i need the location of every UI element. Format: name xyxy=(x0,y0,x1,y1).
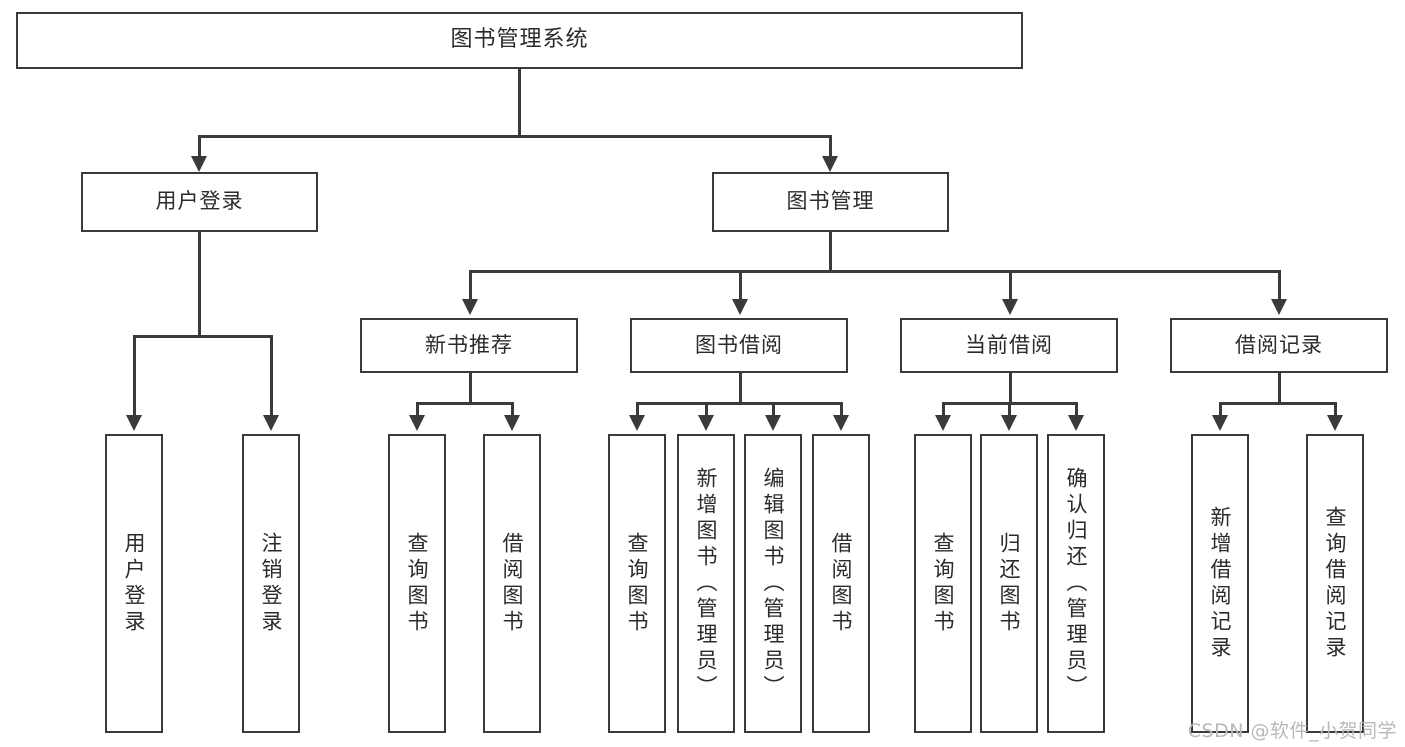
connector-level2-bus xyxy=(198,135,830,138)
node-label: 归还图书 xyxy=(997,531,1022,636)
node-label: 借阅图书 xyxy=(500,531,525,636)
connector-new-book-drop-2 xyxy=(511,402,514,418)
connector-level2-drop-2 xyxy=(829,135,832,159)
connector-level3-drop-2 xyxy=(739,270,742,302)
node-label: 图书管理 xyxy=(786,189,875,214)
connector-current-borrow-drop-1 xyxy=(942,402,945,418)
arrow-to-leaf-query-book-3 xyxy=(935,415,951,431)
node-label: 图书借阅 xyxy=(695,332,783,357)
connector-new-book-drop-1 xyxy=(416,402,419,418)
arrow-to-book-borrow xyxy=(732,299,748,315)
arrow-to-leaf-confirm-return xyxy=(1068,415,1084,431)
arrow-to-book-management xyxy=(822,156,838,172)
connector-book-borrow-stem xyxy=(739,373,742,402)
arrow-to-leaf-logout-login xyxy=(263,415,279,431)
node-label: 借阅图书 xyxy=(829,531,854,636)
connector-book-borrow-drop-3 xyxy=(772,402,775,418)
leaf-user-login[interactable]: 用户登录 xyxy=(105,434,163,733)
connector-borrow-record-drop-2 xyxy=(1334,402,1337,418)
connector-user-login-drop-1 xyxy=(133,335,136,418)
connector-level3-drop-4 xyxy=(1278,270,1281,302)
node-label: 确认归还（管理员） xyxy=(1064,466,1089,701)
leaf-borrow-book-1[interactable]: 借阅图书 xyxy=(483,434,541,733)
connector-new-book-stem xyxy=(469,373,472,402)
connector-level3-bus xyxy=(469,270,1281,273)
node-label: 图书管理系统 xyxy=(450,27,589,53)
arrow-to-leaf-add-record xyxy=(1212,415,1228,431)
node-label: 新增借阅记录 xyxy=(1208,505,1233,662)
node-user-login[interactable]: 用户登录 xyxy=(81,172,318,232)
leaf-add-record[interactable]: 新增借阅记录 xyxy=(1191,434,1249,733)
node-label: 当前借阅 xyxy=(965,332,1053,357)
connector-book-borrow-drop-2 xyxy=(705,402,708,418)
watermark: CSDN @软件_小贺同学 xyxy=(1187,720,1397,742)
arrow-to-leaf-user-login xyxy=(126,415,142,431)
connector-current-borrow-drop-2 xyxy=(1008,402,1011,418)
leaf-query-record[interactable]: 查询借阅记录 xyxy=(1306,434,1364,733)
node-label: 查询图书 xyxy=(931,531,956,636)
arrow-to-leaf-add-book xyxy=(698,415,714,431)
connector-borrow-record-stem xyxy=(1278,373,1281,402)
node-label: 查询借阅记录 xyxy=(1323,505,1348,662)
arrow-to-leaf-query-record xyxy=(1327,415,1343,431)
arrow-to-user-login xyxy=(191,156,207,172)
connector-user-login-bus xyxy=(133,335,272,338)
connector-borrow-record-bus xyxy=(1219,402,1336,405)
leaf-return-book[interactable]: 归还图书 xyxy=(980,434,1038,733)
arrow-to-leaf-query-book-1 xyxy=(409,415,425,431)
node-new-book-recommend[interactable]: 新书推荐 xyxy=(360,318,578,373)
connector-level3-drop-3 xyxy=(1009,270,1012,302)
node-label: 借阅记录 xyxy=(1235,332,1323,357)
node-book-management-system[interactable]: 图书管理系统 xyxy=(16,12,1023,69)
connector-book-management-stem xyxy=(829,232,832,270)
node-current-borrow[interactable]: 当前借阅 xyxy=(900,318,1118,373)
leaf-edit-book[interactable]: 编辑图书（管理员） xyxy=(744,434,802,733)
leaf-borrow-book-2[interactable]: 借阅图书 xyxy=(812,434,870,733)
leaf-query-book-2[interactable]: 查询图书 xyxy=(608,434,666,733)
connector-new-book-bus xyxy=(416,402,513,405)
arrow-to-leaf-borrow-book-2 xyxy=(833,415,849,431)
arrow-to-leaf-return-book xyxy=(1001,415,1017,431)
arrow-to-borrow-record xyxy=(1271,299,1287,315)
arrow-to-new-book-recommend xyxy=(462,299,478,315)
node-label: 注销登录 xyxy=(259,531,284,636)
node-label: 编辑图书（管理员） xyxy=(761,466,786,701)
node-label: 新增图书（管理员） xyxy=(694,466,719,701)
node-book-borrow[interactable]: 图书借阅 xyxy=(630,318,848,373)
connector-user-login-stem xyxy=(198,232,201,335)
connector-user-login-drop-2 xyxy=(270,335,273,418)
arrow-to-leaf-borrow-book-1 xyxy=(504,415,520,431)
connector-root-stem xyxy=(518,69,521,135)
leaf-confirm-return[interactable]: 确认归还（管理员） xyxy=(1047,434,1105,733)
node-borrow-record[interactable]: 借阅记录 xyxy=(1170,318,1388,373)
arrow-to-current-borrow xyxy=(1002,299,1018,315)
node-label: 新书推荐 xyxy=(425,332,513,357)
connector-book-borrow-drop-1 xyxy=(636,402,639,418)
arrow-to-leaf-query-book-2 xyxy=(629,415,645,431)
node-label: 用户登录 xyxy=(155,189,244,214)
leaf-logout-login[interactable]: 注销登录 xyxy=(242,434,300,733)
connector-book-borrow-drop-4 xyxy=(840,402,843,418)
connector-level3-drop-1 xyxy=(469,270,472,302)
leaf-add-book[interactable]: 新增图书（管理员） xyxy=(677,434,735,733)
connector-borrow-record-drop-1 xyxy=(1219,402,1222,418)
connector-current-borrow-stem xyxy=(1009,373,1012,402)
node-book-management[interactable]: 图书管理 xyxy=(712,172,949,232)
arrow-to-leaf-edit-book xyxy=(765,415,781,431)
leaf-query-book-3[interactable]: 查询图书 xyxy=(914,434,972,733)
connector-book-borrow-bus xyxy=(636,402,842,405)
node-label: 查询图书 xyxy=(405,531,430,636)
leaf-query-book-1[interactable]: 查询图书 xyxy=(388,434,446,733)
node-label: 用户登录 xyxy=(122,531,147,636)
connector-current-borrow-drop-3 xyxy=(1075,402,1078,418)
connector-level2-drop-1 xyxy=(198,135,201,159)
node-label: 查询图书 xyxy=(625,531,650,636)
